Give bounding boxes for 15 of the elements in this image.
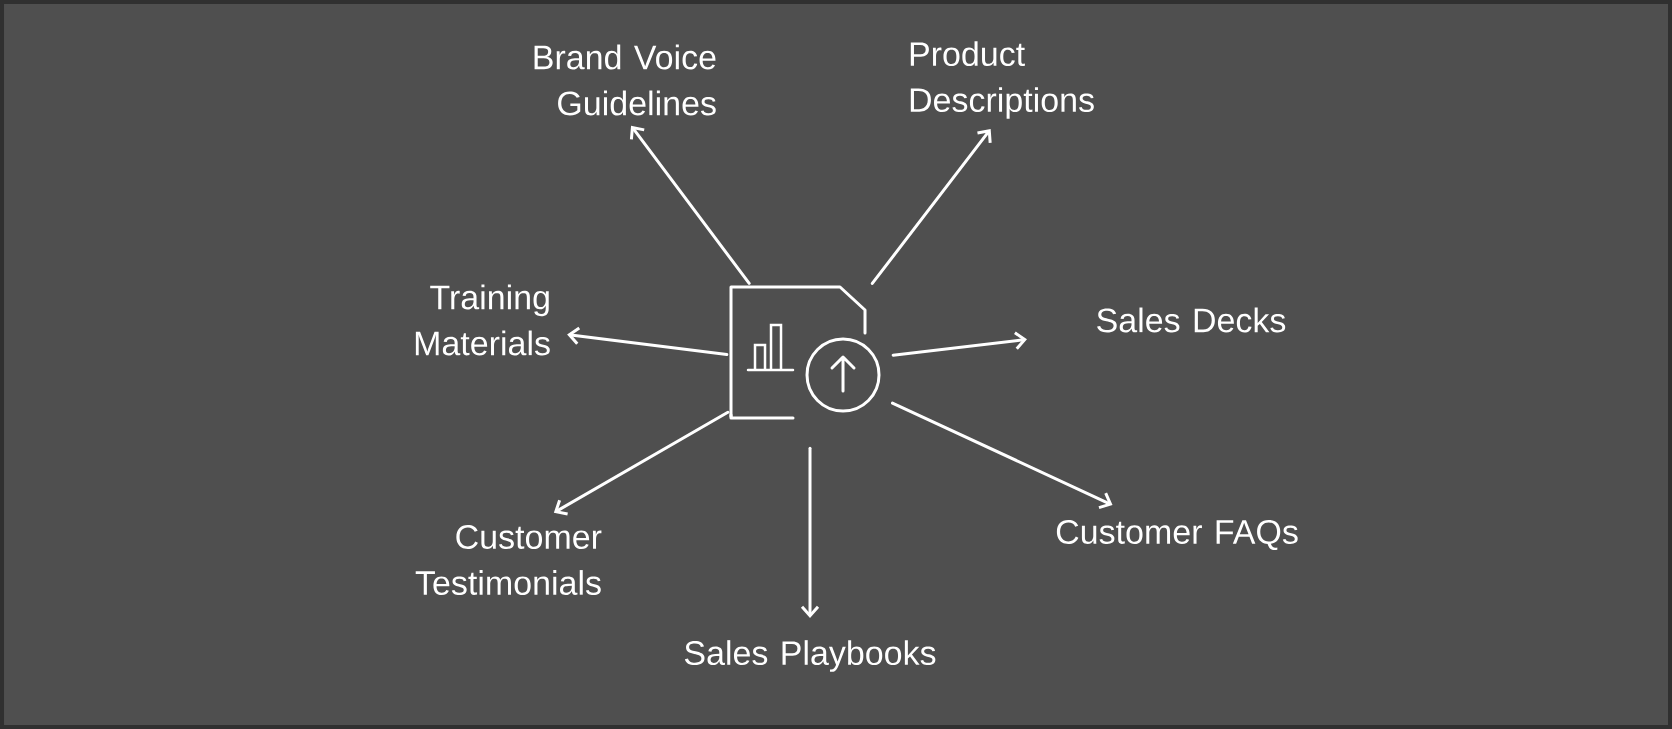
node-label: Brand Voice Guidelines: [534, 44, 716, 116]
arrow: [870, 128, 992, 285]
arrow: [567, 326, 729, 357]
arrow: [890, 401, 1113, 510]
node-label: Sales Playbooks: [684, 640, 936, 672]
document-upload-drawing: [729, 285, 881, 420]
arrow: [553, 410, 730, 516]
arrow: [629, 125, 751, 285]
node-label: Customer FAQs: [1056, 519, 1298, 551]
node-label: Sales Decks: [1097, 307, 1286, 333]
node-label: Product Descriptions: [910, 41, 1094, 119]
node-label: Training Materials: [415, 284, 550, 356]
node-label: Customer Testimonials: [415, 524, 602, 596]
arrow: [891, 331, 1027, 357]
arrow: [800, 446, 820, 618]
